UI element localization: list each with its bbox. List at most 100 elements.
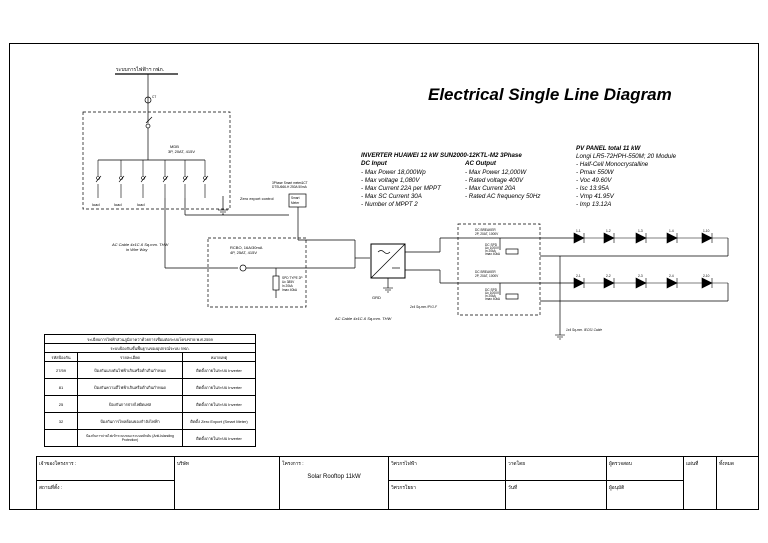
ac-cable-inverter: AC Cable 4x1C-6 Sq.mm. THW — [334, 316, 392, 321]
dc-item-2: - Max voltage 1,080V — [361, 177, 420, 184]
table-row: 81 ป้องกันความถี่ไฟฟ้าเกินหรือต่ำเกินกำห… — [44, 378, 256, 396]
pv-item-1: Longi LR5-72HPH-550M; 20 Module — [576, 153, 677, 160]
pv-item-4: - Voc 49.60V — [576, 177, 612, 184]
page-title: Electrical Single Line Diagram — [428, 85, 672, 104]
spd-line-2: Uc 385V — [282, 280, 295, 284]
table-cell: 27/59 — [44, 361, 78, 379]
dc-spd-2-l2: Uc 1000V — [485, 291, 500, 295]
module-label: 2-4 — [669, 274, 674, 278]
ac-title: AC Output — [464, 160, 497, 167]
ac-cable-mdb-1: AC Cable 4x1C-6 Sq.mm. THW — [111, 242, 169, 247]
table-cell — [44, 429, 78, 447]
pv-item-5: - Isc 13.95A — [576, 185, 609, 192]
spd-line-1: SPD TYPE 2P — [282, 276, 303, 280]
dc-breaker-2-rating: 2P, 20AT, 1000V — [475, 274, 499, 278]
protection-header-code: รหัสป้องกัน — [44, 352, 78, 362]
ac-item-3: - Max Current 20A — [465, 185, 516, 192]
dc-spd-1-l1: DC SPD — [485, 243, 498, 247]
rcbo-rating: 4P, 25AT, 415V — [230, 250, 257, 255]
dc-spd-1-l4: Imax 40kA — [485, 252, 501, 256]
earth-wire-label: 2x4 Sq.mm./PV1-F — [409, 305, 438, 309]
checked-label: ผู้อนุมัติ — [606, 480, 684, 510]
protection-table-subtitle: ระบบป้องกันขั้นพื้นฐานของอุปกรณ์ระบบ กฟภ… — [44, 343, 256, 353]
ac-item-1: - Max Power 12,000W — [465, 169, 527, 176]
meter-box-line1: Smart — [291, 196, 300, 200]
dc-breaker-2-name: DC BREAKER — [475, 270, 496, 274]
sheet-total-label: ทั้งหมด — [716, 456, 759, 510]
owner-label: เจ้าของโครงการ : — [36, 456, 175, 481]
load-label-2: load — [114, 202, 122, 207]
sheet-label: แผ่นที่ — [683, 456, 717, 510]
dc-item-4: - Max SC Current 30A — [361, 193, 422, 200]
table-cell: ป้องกันความถี่ไฟฟ้าเกินหรือต่ำเกินกำหนด — [77, 378, 183, 396]
pv-header: PV PANEL total 11 kW — [576, 145, 641, 152]
mdb-branches — [95, 160, 209, 198]
meter-box-line2: Meter — [291, 201, 300, 205]
spd-line-3: In 20kA — [282, 284, 294, 288]
project-value: Solar Rooftop 11kW — [307, 474, 361, 480]
dc-title: DC Input — [361, 160, 388, 167]
project-label: โครงการ : — [282, 462, 304, 467]
dc-item-3: - Max Current 22A per MPPT — [361, 185, 442, 192]
dc-spd-2-l3: In 20kA — [485, 294, 497, 298]
table-row: 32 ป้องกันการไหลย้อนของกำลังไฟฟ้า ติดตั้… — [44, 412, 256, 430]
company-label: บริษัท — [174, 456, 280, 510]
pv-item-6: - Vmp 41.95V — [576, 193, 615, 200]
pv-string-2 — [573, 277, 728, 289]
location-label: สถานที่ตั้ง : — [36, 480, 175, 510]
dc-spd-2-l1: DC SPD — [485, 288, 498, 292]
engineer-label: วิศวกรโยธา — [388, 480, 506, 510]
module-label: 1-10 — [703, 229, 710, 233]
meter-label-2: DTSU666-H 250A 50mA — [272, 185, 308, 189]
protection-header-detail: รายละเอียด — [77, 352, 183, 362]
table-cell: 32 — [44, 412, 78, 430]
grid-label: ระบบการไฟฟ้าฯ กฟภ. — [116, 66, 164, 73]
rcbo-name: RCBO, 16A/30mA — [230, 245, 263, 250]
drawn-label: วาดโดย — [505, 456, 607, 481]
dc-item-5: - Number of MPPT 2 — [361, 201, 418, 208]
table-cell: ติดตั้งภายในระบบ Inverter — [182, 361, 256, 379]
pv-item-3: - Pmax 550W — [576, 169, 615, 176]
table-cell: ติดตั้ง Zero Export (Smart Meter) — [182, 412, 256, 430]
title-block: เจ้าของโครงการ : บริษัท โครงการ : Solar … — [36, 456, 759, 510]
ac-cable-mdb-2: in Wire Way — [126, 247, 148, 252]
zero-export-label: Zero export control — [240, 196, 274, 201]
table-row: 27/59 ป้องกันแรงดันไฟฟ้าเกินหรือต่ำเกินก… — [44, 361, 256, 379]
protection-table: ระเบียบการไฟฟ้าส่วนภูมิภาคว่าด้วยการเชื่… — [44, 334, 256, 447]
drawing-sheet — [9, 43, 759, 510]
module-label: 2-1 — [576, 274, 581, 278]
protection-table-title: ระเบียบการไฟฟ้าส่วนภูมิภาคว่าด้วยการเชื่… — [44, 334, 256, 344]
module-label: 1-2 — [606, 229, 611, 233]
table-cell: ป้องกันแรงดันไฟฟ้าเกินหรือต่ำเกินกำหนด — [77, 361, 183, 379]
module-label: 2-2 — [606, 274, 611, 278]
mdb-rating: 3P, 20AT, 415V — [168, 149, 195, 154]
meter-label-1: 3Phase Smart meter&CT — [272, 181, 308, 185]
table-cell: ติดตั้งภายในระบบ Inverter — [182, 378, 256, 396]
drawing-title-label: วิศวกรไฟฟ้า — [388, 456, 506, 481]
load-label-1: load — [92, 202, 100, 207]
mdb-name: MDB — [170, 144, 179, 149]
pv-item-2: - Half-Cell Monocrystalline — [576, 161, 649, 168]
dc-breaker-1-rating: 2P, 20AT, 1000V — [475, 232, 499, 236]
module-label: 1-3 — [638, 229, 643, 233]
project-cell: โครงการ : Solar Rooftop 11kW — [279, 456, 389, 510]
protection-header-note: หมายเหตุ — [182, 352, 256, 362]
load-label-3: load — [137, 202, 145, 207]
table-cell: ป้องกันการไหลย้อนของกำลังไฟฟ้า — [77, 412, 183, 430]
ground-label: GRD — [372, 295, 381, 300]
ground-wire-label: 1x4 Sq.mm. IEC01 Cable — [566, 328, 602, 332]
ac-item-2: - Rated voltage 400V — [465, 177, 524, 184]
ground-icon — [218, 209, 228, 215]
dc-spd-1-l2: Uc 1000V — [485, 246, 500, 250]
table-cell: ป้องกันการจ่ายไฟผิดเฟส — [77, 395, 183, 413]
table-cell: ป้องกันการจ่ายไฟเข้าระบบขณะระบบหลักดับ (… — [77, 429, 183, 447]
module-label: 2-3 — [638, 274, 643, 278]
inverter-header: INVERTER HUAWEI 12 kW SUN2000-12KTL-M2 3… — [361, 152, 522, 159]
module-label: 1-4 — [669, 229, 674, 233]
table-cell: 81 — [44, 378, 78, 396]
table-cell: ติดตั้งภายในระบบ Inverter — [182, 395, 256, 413]
dc-breaker-1-name: DC BREAKER — [475, 228, 496, 232]
approved-label: ผู้ตรวจสอบ — [606, 456, 684, 481]
module-label: 2-10 — [703, 274, 710, 278]
